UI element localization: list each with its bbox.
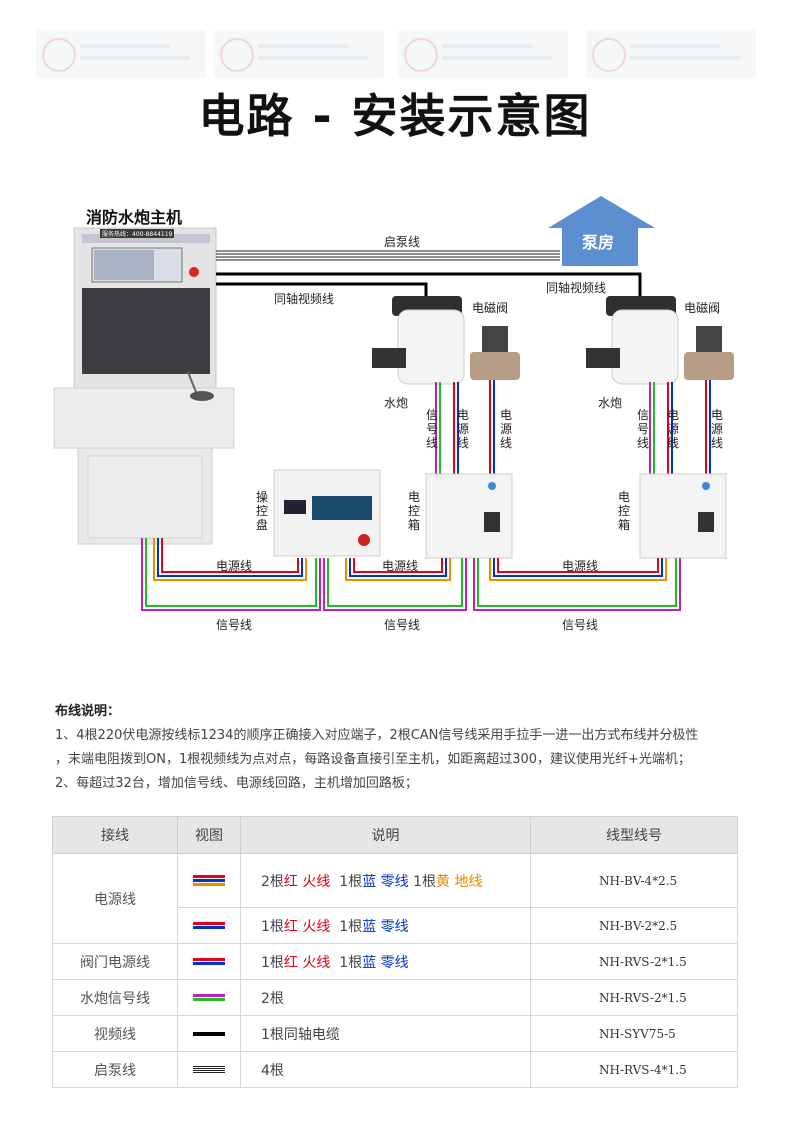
water-cannon-2 (586, 296, 679, 385)
power-line-vertical-label: 电源线 (666, 408, 679, 450)
control-panel-device (273, 469, 381, 557)
wire-view-cell (177, 1015, 241, 1052)
table-row: 视频线 1根同轴电缆 NH-SYV75-5 (52, 1015, 738, 1052)
host-console (53, 227, 235, 545)
wire-view-cell (177, 979, 241, 1016)
watermark-badge (36, 30, 206, 78)
power-line-vertical-label: 电源线 (499, 408, 512, 450)
wire-type-cell: 视频线 (52, 1015, 178, 1052)
wire-model-cell: NH-SYV75-5 (530, 1015, 738, 1052)
wire-desc-cell: 1根红 火线 1根蓝 零线 (240, 943, 531, 980)
column-header: 说明 (240, 816, 531, 854)
wire-type-cell: 电源线 (52, 853, 178, 944)
watermark-badge (586, 30, 756, 78)
watermark-badge (214, 30, 384, 78)
wire-color-icon (193, 993, 225, 1002)
control-box-1 (425, 473, 513, 559)
wire-desc-cell: 4根 (240, 1051, 531, 1088)
wiring-note-line: 1、4根220伏电源按线标1234的顺序正确接入对应端子，2根CAN信号线采用手… (55, 728, 699, 743)
power-line-vertical-label: 电源线 (710, 408, 723, 450)
wire-type-cell: 阀门电源线 (52, 943, 178, 980)
solenoid-valve-label: 电磁阀 (472, 301, 509, 315)
bottom-signal-line-label: 信号线 (562, 618, 599, 632)
pump-start-line-label: 启泵线 (384, 235, 421, 249)
wire-type-cell: 启泵线 (52, 1051, 178, 1088)
bottom-bus-wires (141, 538, 681, 611)
wire-model-cell: NH-RVS-2*1.5 (530, 979, 738, 1016)
solenoid-valve-label: 电磁阀 (684, 301, 721, 315)
column-header: 视图 (177, 816, 241, 854)
control-box-label: 电控箱 (617, 490, 630, 532)
pump-start-wire (216, 250, 560, 261)
wire-type-cell: 水炮信号线 (52, 979, 178, 1016)
wiring-note-line: ，末端电阻拨到ON，1根视频线为点对点，每路设备直接引至主机，如距离超过300，… (55, 752, 691, 767)
control-box-label: 电控箱 (407, 490, 420, 532)
table-row: 电源线 2根红 火线 1根蓝 零线 1根黄 地线 NH-BV-4*2.5 (52, 853, 738, 944)
table-row: 启泵线 4根 NH-RVS-4*1.5 (52, 1051, 738, 1088)
wiring-notes: 布线说明： 1、4根220伏电源按线标1234的顺序正确接入对应端子，2根CAN… (55, 700, 755, 796)
control-panel-label: 操控盘 (255, 490, 268, 532)
wire-desc-cell: 1根红 火线 1根蓝 零线 (240, 907, 531, 944)
wire-spec-table: 接线 视图 说明 线型线号 电源线 2根红 火线 1根蓝 零线 1根黄 地线 N… (52, 816, 738, 1088)
bottom-signal-line-label: 信号线 (384, 618, 421, 632)
table-row: 1根红 火线 1根蓝 零线 NH-BV-2*2.5 (53, 907, 738, 944)
wire-color-icon (193, 1065, 225, 1074)
column-header: 接线 (52, 816, 178, 854)
coax-video-wire (216, 272, 642, 298)
wiring-diagram (53, 196, 734, 611)
solenoid-valve-2 (684, 326, 734, 380)
wiring-notes-heading: 布线说明： (55, 704, 121, 719)
signal-line-vertical-label: 信号线 (636, 408, 649, 450)
bottom-power-line-label: 电源线 (216, 559, 253, 573)
host-label: 消防水炮主机 (86, 208, 183, 227)
wire-desc-cell: 2根红 火线 1根蓝 零线 1根黄 地线 (240, 853, 531, 908)
bottom-power-line-label: 电源线 (562, 559, 599, 573)
wire-model-cell: NH-BV-4*2.5 (530, 853, 738, 908)
bottom-signal-line-label: 信号线 (216, 618, 253, 632)
wiring-note-line: 2、每超过32台，增加信号线、电源线回路，主机增加回路板； (55, 776, 418, 791)
wire-desc-cell: 2根 (240, 979, 531, 1016)
power-line-vertical-label: 电源线 (456, 408, 469, 450)
host-hotline: 服务热线：400-8844119 (100, 229, 175, 238)
column-header: 线型线号 (530, 816, 738, 854)
wire-desc-cell: 1根同轴电缆 (240, 1015, 531, 1052)
table-row: 阀门电源线 1根红 火线 1根蓝 零线 NH-RVS-2*1.5 (52, 943, 738, 980)
vertical-wires (435, 380, 711, 474)
pump-room-house (548, 196, 655, 266)
table-row: 水炮信号线 2根 NH-RVS-2*1.5 (52, 979, 738, 1016)
water-cannon-1 (372, 296, 465, 385)
page-title: 电路 - 安装示意图 (198, 89, 592, 143)
wire-color-icon (193, 1031, 225, 1037)
wire-view-cell (177, 943, 241, 980)
wire-color-icon (193, 921, 225, 930)
wire-model-cell: NH-RVS-4*1.5 (530, 1051, 738, 1088)
watermark-badge (398, 30, 568, 78)
wire-model-cell: NH-BV-2*2.5 (530, 907, 738, 944)
water-cannon-label: 水炮 (384, 396, 409, 410)
wire-color-icon (193, 874, 225, 887)
table-header-row: 接线 视图 说明 线型线号 (52, 816, 738, 854)
control-box-2 (639, 473, 727, 559)
water-cannon-label: 水炮 (598, 396, 623, 410)
wire-view-cell (177, 853, 241, 908)
wire-color-icon (193, 957, 225, 966)
wire-model-cell: NH-RVS-2*1.5 (530, 943, 738, 980)
wire-view-cell (177, 1051, 241, 1088)
solenoid-valve-1 (470, 326, 520, 380)
pump-room-label: 泵房 (582, 233, 615, 252)
coax-line-label: 同轴视频线 (274, 292, 335, 306)
coax-line-label: 同轴视频线 (546, 281, 607, 295)
bottom-power-line-label: 电源线 (382, 559, 419, 573)
wire-view-cell (177, 907, 241, 944)
signal-line-vertical-label: 信号线 (425, 408, 438, 450)
